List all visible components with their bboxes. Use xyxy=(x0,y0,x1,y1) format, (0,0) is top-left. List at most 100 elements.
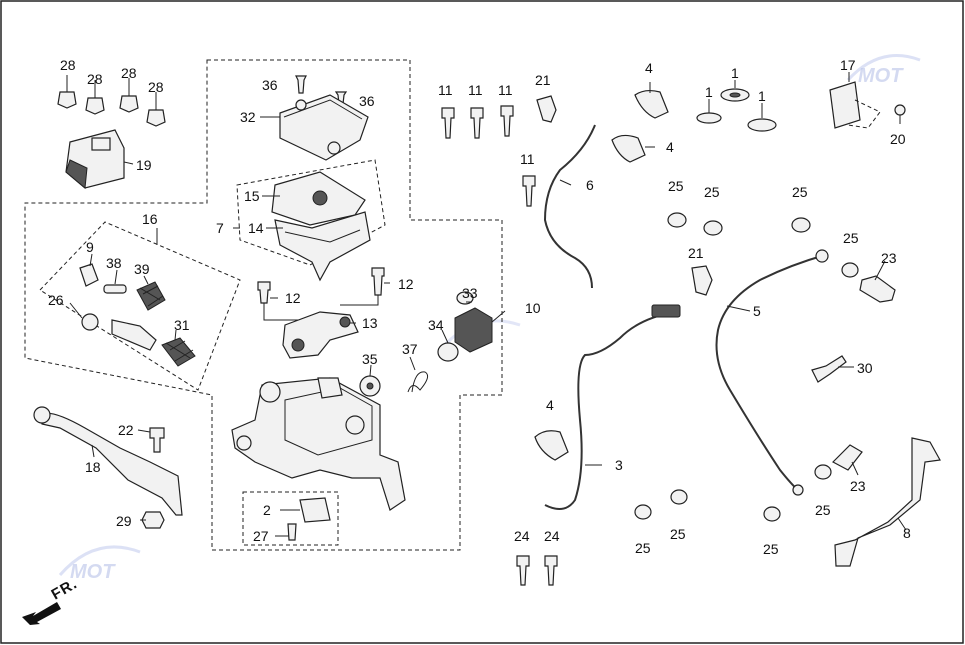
piston-kit-box xyxy=(39,221,241,391)
callout-labels: 28 28 28 28 19 36 36 32 15 7 14 16 9 38 … xyxy=(48,57,911,557)
callout: 11 xyxy=(498,82,513,98)
switch-block-part xyxy=(65,129,134,189)
callout: 37 xyxy=(402,341,418,357)
brake-switch-part xyxy=(287,497,331,541)
callout: 10 xyxy=(525,300,541,316)
callout: 28 xyxy=(60,57,76,73)
bolts-24 xyxy=(516,555,558,586)
svg-text:MOT: MOT xyxy=(858,65,904,87)
callout: 25 xyxy=(763,541,779,557)
callout: 1 xyxy=(705,84,713,100)
callout: 24 xyxy=(544,528,560,544)
hose-fitting-3 xyxy=(651,304,681,318)
callout: 25 xyxy=(668,178,684,194)
callout: 25 xyxy=(635,540,651,556)
callout: 30 xyxy=(857,360,873,376)
callout: 24 xyxy=(514,528,530,544)
callout: 11 xyxy=(520,151,535,167)
callout: 15 xyxy=(244,188,260,204)
watermark-logo-bottom-left: MOT xyxy=(58,545,141,583)
clamp-bolts xyxy=(257,267,385,321)
callout: 13 xyxy=(362,315,378,331)
callout: 4 xyxy=(645,60,653,76)
svg-text:MOT: MOT xyxy=(70,561,116,583)
grommets-1 xyxy=(696,88,777,132)
hose-eye-5b xyxy=(792,484,804,496)
cap-screws xyxy=(295,75,348,105)
bolt-30 xyxy=(811,355,847,383)
switch-box xyxy=(242,491,339,546)
grommet-parts xyxy=(57,75,166,127)
callout: 1 xyxy=(731,65,739,81)
callout: 25 xyxy=(843,230,859,246)
callout: 22 xyxy=(118,422,134,438)
callout: 36 xyxy=(359,93,375,109)
callout: 6 xyxy=(586,177,594,193)
lever-bolt-part xyxy=(149,427,165,453)
callout: 34 xyxy=(428,317,444,333)
callout: 26 xyxy=(48,292,64,308)
watermark-logo-top-right: MOT xyxy=(846,54,921,87)
dust-boot-part xyxy=(437,291,493,362)
callout: 4 xyxy=(666,139,674,155)
brake-lever-part xyxy=(33,406,183,516)
callout: 1 xyxy=(758,88,766,104)
callout: 16 xyxy=(142,211,158,227)
callout: 38 xyxy=(106,255,122,271)
handlebar-clamp-part xyxy=(282,311,359,359)
callout: 19 xyxy=(136,157,152,173)
callout: 14 xyxy=(248,220,264,236)
callout: 12 xyxy=(398,276,414,292)
callout: 28 xyxy=(87,71,103,87)
callout: 33 xyxy=(462,285,478,301)
reservoir-cap-part xyxy=(279,94,369,161)
callout: 2 xyxy=(263,502,271,518)
retaining-clip-part xyxy=(407,371,429,393)
callout: 32 xyxy=(240,109,256,125)
callout: 36 xyxy=(262,77,278,93)
brake-hose-6 xyxy=(543,124,596,289)
callout: 28 xyxy=(121,65,137,81)
callout: 25 xyxy=(815,502,831,518)
callout: 27 xyxy=(253,528,269,544)
callout: 18 xyxy=(85,459,101,475)
callout: 21 xyxy=(535,72,551,88)
piston-kit-parts xyxy=(79,263,196,367)
hose-eye-5 xyxy=(815,249,829,263)
callout: 25 xyxy=(792,184,808,200)
callout: 31 xyxy=(174,317,190,333)
banjo-bolt-parts xyxy=(536,95,713,296)
brake-hose-5 xyxy=(715,254,826,491)
hex-bolts-11 xyxy=(441,105,536,207)
front-arrow-icon xyxy=(22,602,61,625)
banjo-bolts-23 xyxy=(832,275,896,471)
callout: 21 xyxy=(688,245,704,261)
callout: 4 xyxy=(546,397,554,413)
callout: 8 xyxy=(903,525,911,541)
brake-hose-3 xyxy=(544,311,676,510)
callout: 35 xyxy=(362,351,378,367)
callout: 11 xyxy=(468,82,483,98)
callout: 29 xyxy=(116,513,132,529)
hose-bracket-8 xyxy=(834,437,941,567)
callout: 23 xyxy=(850,478,866,494)
reservoir-body-part xyxy=(274,211,371,282)
master-cylinder-body-part xyxy=(231,377,406,511)
callout: 7 xyxy=(216,220,224,236)
callout: 11 xyxy=(438,82,453,98)
callout: 25 xyxy=(704,184,720,200)
callout: 17 xyxy=(840,57,856,73)
callout: 25 xyxy=(670,526,686,542)
hose-guide-bracket xyxy=(829,81,906,129)
front-direction-indicator: FR. xyxy=(22,575,81,625)
callout: 23 xyxy=(881,250,897,266)
callout: 3 xyxy=(615,457,623,473)
hose-clips-4 xyxy=(534,89,669,461)
leader-lines xyxy=(69,72,907,537)
callout: 9 xyxy=(86,239,94,255)
sealing-washers-25 xyxy=(634,212,859,522)
bleeder-cap-part xyxy=(359,375,381,397)
callout: 28 xyxy=(148,79,164,95)
